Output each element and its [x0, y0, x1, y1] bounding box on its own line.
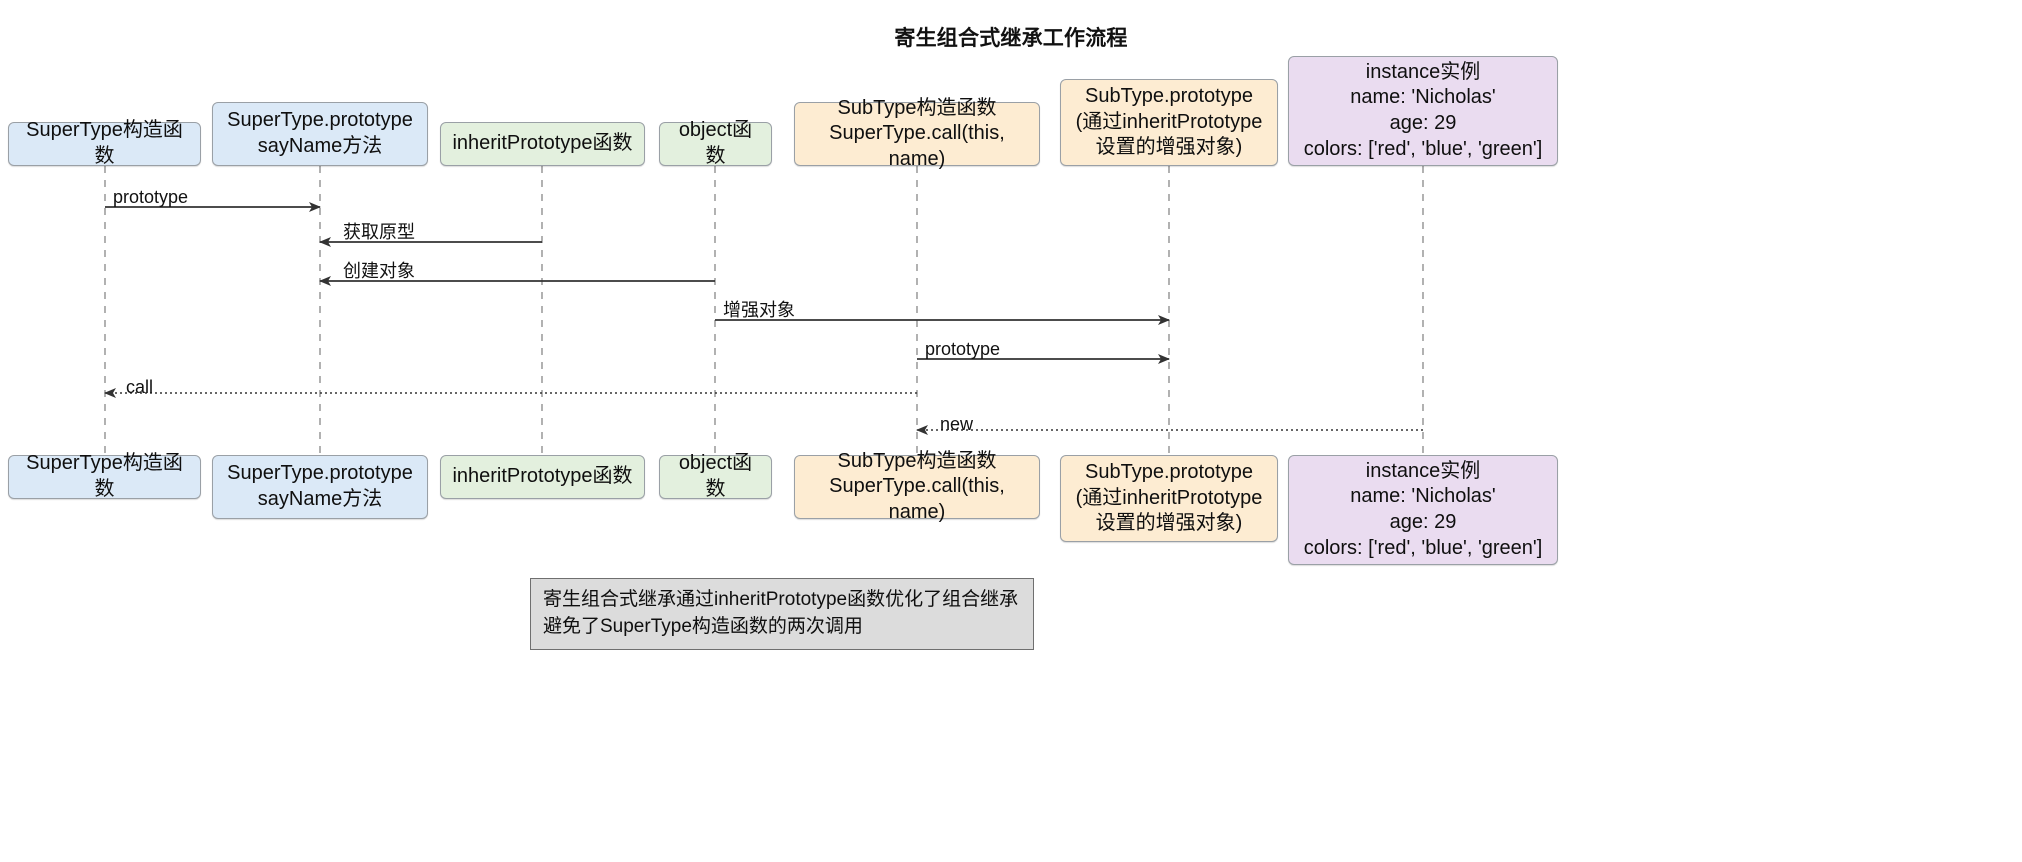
- participant-instance-top[interactable]: instance实例 name: 'Nicholas' age: 29 colo…: [1288, 56, 1558, 166]
- participant-label: SubType.prototype (通过inheritPrototype 设置…: [1075, 461, 1263, 535]
- participant-inherit-prototype-fn-bottom[interactable]: inheritPrototype函数: [440, 455, 645, 499]
- msg-enhance-object-label: 增强对象: [723, 300, 795, 320]
- diagram-note: 寄生组合式继承通过inheritPrototype函数优化了组合继承 避免了Su…: [530, 578, 1034, 650]
- participant-object-fn-top[interactable]: object函数: [659, 119, 772, 167]
- participant-subtype-ctor-bottom[interactable]: SubType构造函数 SuperType.call(this, name): [794, 450, 1040, 523]
- participant-supertype-prototype-bottom[interactable]: SuperType.prototype sayName方法: [212, 455, 428, 519]
- participant-label: SubType.prototype (通过inheritPrototype 设置…: [1075, 85, 1263, 159]
- msg-create-object-label: 创建对象: [343, 261, 415, 281]
- participant-label: SubType构造函数 SuperType.call(this, name): [829, 96, 1005, 170]
- participant-inherit-prototype-fn-top[interactable]: inheritPrototype函数: [440, 122, 645, 166]
- participant-subtype-prototype-bottom[interactable]: SubType.prototype (通过inheritPrototype 设置…: [1060, 455, 1278, 542]
- participant-label: SuperType构造函数: [26, 119, 183, 167]
- participant-object-fn-bottom[interactable]: object函数: [659, 452, 772, 500]
- participant-label: instance实例 name: 'Nicholas' age: 29 colo…: [1303, 60, 1543, 160]
- msg-prototype-2-label: prototype: [925, 339, 1001, 359]
- participant-label: SubType构造函数 SuperType.call(this, name): [829, 449, 1005, 523]
- participant-instance-bottom[interactable]: instance实例 name: 'Nicholas' age: 29 colo…: [1288, 455, 1558, 565]
- participant-label: inheritPrototype函数: [452, 465, 633, 488]
- msg-get-prototype-label: 获取原型: [343, 222, 415, 242]
- participant-supertype-ctor-bottom[interactable]: SuperType构造函数: [8, 452, 201, 500]
- msg-new-label: new: [940, 414, 974, 434]
- participant-label: object函数: [678, 452, 753, 500]
- participant-supertype-ctor-top[interactable]: SuperType构造函数: [8, 119, 201, 167]
- participant-label: instance实例 name: 'Nicholas' age: 29 colo…: [1303, 459, 1543, 559]
- msg-call-label: call: [126, 377, 154, 397]
- participant-supertype-prototype-top[interactable]: SuperType.prototype sayName方法: [212, 102, 428, 166]
- msg-prototype-1-label: prototype: [113, 187, 189, 207]
- participant-label: SuperType.prototype sayName方法: [227, 462, 413, 510]
- participant-subtype-ctor-top[interactable]: SubType构造函数 SuperType.call(this, name): [794, 97, 1040, 170]
- participant-label: SuperType构造函数: [26, 452, 183, 500]
- participant-subtype-prototype-top[interactable]: SubType.prototype (通过inheritPrototype 设置…: [1060, 79, 1278, 166]
- participant-label: SuperType.prototype sayName方法: [227, 109, 413, 157]
- page-title: 寄生组合式继承工作流程: [894, 27, 1128, 50]
- participant-label: object函数: [678, 119, 753, 167]
- participant-label: inheritPrototype函数: [452, 132, 633, 155]
